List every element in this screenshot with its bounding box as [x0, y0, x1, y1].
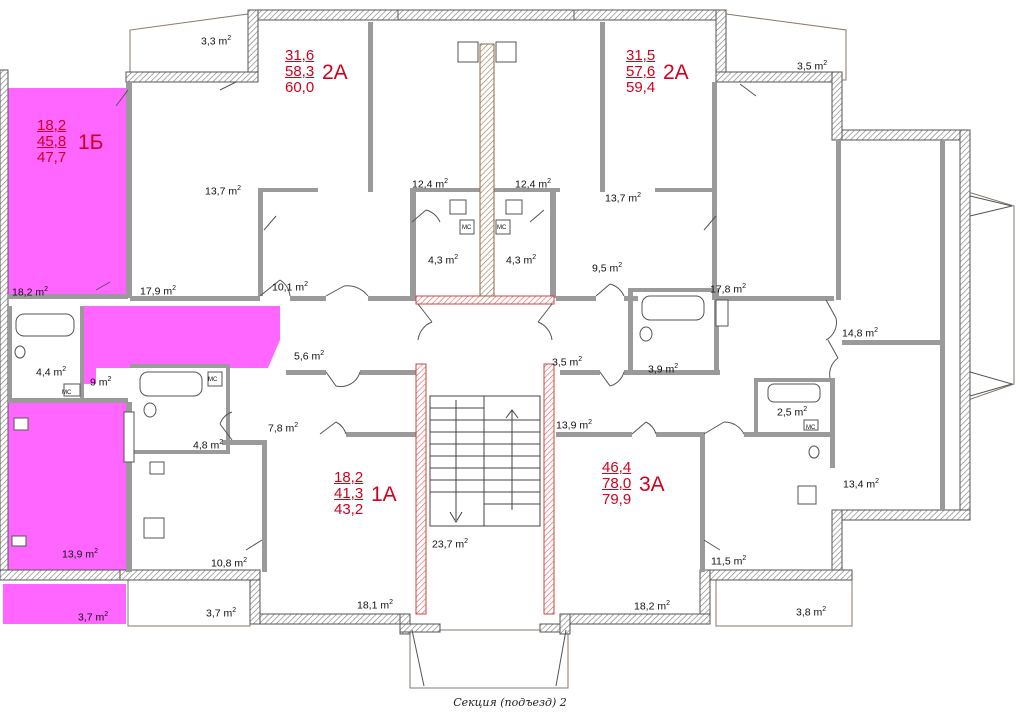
room-area: 13,9 m2 [556, 419, 593, 432]
apartment-label-2a-right: 31,5 57,6 59,4 2А [626, 47, 689, 96]
room-area: 17,8 m2 [710, 283, 747, 296]
total-area: 78,0 [602, 475, 632, 492]
room-area: 10,1 m2 [272, 281, 309, 294]
full-area: 47,7 [37, 149, 67, 166]
room-area: 18,1 m2 [357, 599, 394, 612]
stair-shaft [415, 43, 555, 615]
room-area: 4,8 m2 [193, 439, 224, 452]
wc-label: МС [806, 425, 816, 431]
room-area: 3,8 m2 [796, 606, 827, 619]
total-area: 57,6 [626, 63, 656, 80]
room-area: 12,4 m2 [412, 178, 449, 191]
full-area: 43,2 [334, 501, 364, 518]
room-area: 18,2 m2 [634, 600, 671, 613]
total-area: 41,3 [334, 485, 364, 502]
room-area: 23,7 m2 [432, 538, 469, 551]
room-area: 13,7 m2 [205, 185, 242, 198]
living-area: 46,4 [602, 459, 632, 476]
apartment-label-1b: 18,2 45,8 47,7 1Б [37, 117, 103, 166]
room-area: 5,6 m2 [294, 350, 325, 363]
sanitary-fixtures [11, 41, 821, 547]
apartment-label-1a: 18,2 41,3 43,2 1А [334, 469, 397, 518]
room-area: 12,4 m2 [515, 178, 552, 191]
door-swings [95, 81, 839, 551]
living-area: 31,5 [626, 47, 656, 64]
apartment-label-3a: 46,4 78,0 79,9 3А [602, 459, 665, 508]
wc-label: МС [62, 390, 72, 396]
exterior-walls [0, 9, 971, 635]
room-area: 4,4 m2 [36, 366, 67, 379]
room-area: 7,8 m2 [268, 422, 299, 435]
room-area: 3,5 m2 [797, 60, 828, 73]
apartment-label-2a-left: 31,6 58,3 60,0 2А [285, 47, 348, 96]
full-area: 60,0 [285, 79, 315, 96]
apartment-code: 1А [371, 483, 397, 506]
room-area: 3,7 m2 [206, 607, 237, 620]
wc-label: МС [497, 225, 507, 231]
wc-label: МС [208, 377, 218, 383]
room-area: 9 m2 [90, 376, 112, 389]
room-area: 18,2 m2 [12, 286, 49, 299]
apartment-code: 2А [322, 61, 348, 84]
full-area: 59,4 [626, 79, 656, 96]
full-area: 79,9 [602, 491, 632, 508]
room-area: 17,9 m2 [140, 285, 177, 298]
apartment-code: 2А [663, 61, 689, 84]
room-area: 10,8 m2 [211, 557, 248, 570]
wc-label: МС [462, 225, 472, 231]
section-caption: Секция (подъезд) 2 [453, 696, 567, 709]
room-area: 13,7 m2 [605, 192, 642, 205]
room-area: 3,3 m2 [201, 35, 232, 48]
room-area: 14,8 m2 [842, 327, 879, 340]
room-area: 13,4 m2 [843, 478, 880, 491]
room-area: 4,3 m2 [506, 254, 537, 267]
living-area: 31,6 [285, 47, 315, 64]
apartment-code: 3А [639, 473, 665, 496]
apartment-1b-highlight [3, 88, 280, 624]
total-area: 58,3 [285, 63, 315, 80]
room-area: 2,5 m2 [777, 406, 808, 419]
room-area: 4,3 m2 [428, 254, 459, 267]
interior-walls [8, 22, 945, 572]
room-area: 9,5 m2 [592, 262, 623, 275]
living-area: 18,2 [334, 469, 364, 486]
room-area: 3,9 m2 [648, 363, 679, 376]
stairs [429, 395, 541, 527]
total-area: 45,8 [37, 133, 67, 150]
room-area: 11,5 m2 [711, 555, 747, 568]
balcony-right-canopy [969, 195, 1014, 397]
apartment-code: 1Б [78, 131, 104, 154]
living-area: 18,2 [37, 117, 67, 134]
room-area: 3,7 m2 [78, 611, 109, 624]
room-area: 13,9 m2 [62, 548, 99, 561]
room-area: 3,5 m2 [552, 356, 583, 369]
entrance-canopy [411, 629, 567, 687]
